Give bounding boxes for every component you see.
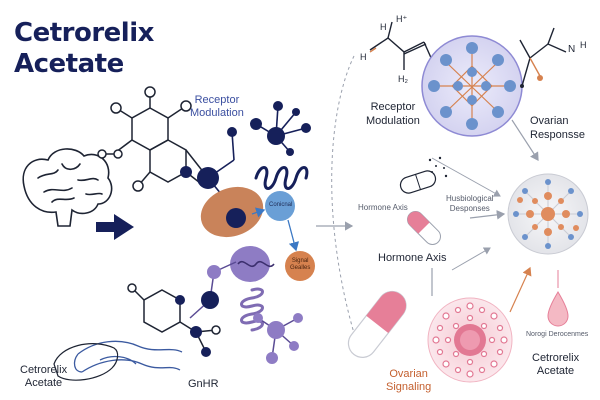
molecule-purple-lower (189, 261, 303, 364)
label-husbiological-responses: Husbiological Desponses (446, 194, 494, 214)
label-line: Acetate (536, 365, 575, 377)
label-gnhr: GnHR (188, 378, 219, 390)
label-line: Signal (291, 258, 309, 264)
label-node-signal: Signal Gealles (290, 258, 310, 272)
capsule-icon (399, 170, 437, 194)
label-hormone-axis-small: Hormone Axis (358, 203, 408, 212)
label-cetrorelix-acetate-right: Cetrorelix Acetate (532, 352, 579, 378)
page-title: Cetrorelix Acetate (14, 18, 154, 80)
label-line: Cetrorelix (20, 364, 68, 376)
label-cetrorelix-acetate-left: Cetrorelix Acetate (20, 364, 67, 390)
label-line: Husbiological (446, 194, 494, 203)
protein-coil-purple (240, 287, 264, 332)
chem-label-h-low: H₂ (398, 74, 408, 84)
label-line: Ovarian (530, 115, 569, 127)
chem-label-h-right: H (580, 40, 587, 50)
central-molecule-navy (180, 101, 311, 223)
label-receptor-modulation-center: Receptor Modulation (190, 94, 244, 120)
receptor-outline-icon-2 (53, 343, 119, 381)
arrow-right-icon (96, 214, 134, 240)
chem-label-h-top: H (380, 22, 387, 32)
receptor-outline-icon (73, 340, 183, 373)
label-ovarian-signaling: Ovarian Signaling (386, 368, 431, 394)
label-line: Signaling (386, 381, 432, 393)
chem-label-n: N (568, 44, 576, 55)
label-line: Responsse (530, 129, 586, 141)
receptor-blob-purple (230, 246, 270, 282)
label-line: Modulation (190, 107, 244, 119)
title-line-1: Cetrorelix (14, 18, 154, 48)
label-receptor-modulation-right: Receptor Modulation (366, 100, 420, 128)
title-line-2: Acetate (14, 49, 124, 79)
brain-icon (22, 148, 113, 227)
droplet-icon (547, 291, 569, 327)
chem-label-h-plus: H⁺ (396, 14, 408, 24)
label-line: Modulation (366, 115, 420, 127)
pill-icon (407, 211, 441, 245)
label-hormone-axis: Hormone Axis (378, 252, 447, 264)
label-line: Gealles (290, 265, 311, 271)
molecule-structure-lower-left (127, 283, 221, 357)
label-line: Receptor (194, 94, 240, 106)
chem-label-h-mid: H (360, 52, 367, 62)
receptor-grid (428, 42, 516, 130)
label-line: Desponses (449, 204, 490, 213)
node-signal (285, 251, 315, 281)
receptor-core (226, 208, 246, 228)
large-pill-icon (347, 290, 407, 358)
chem-chain-right (519, 27, 567, 88)
label-line: Receptor (370, 101, 416, 113)
follicle-dots (432, 302, 508, 378)
node-conical (265, 191, 295, 221)
protein-coil-navy (254, 166, 309, 190)
sparkle-dots (428, 156, 448, 178)
label-line: Cetrorelix (532, 352, 580, 364)
cell-radial-pattern (513, 179, 583, 249)
label-node-conical: Conicnal (269, 202, 293, 208)
label-norogi-derocenmes: Norogi Derocenmes (526, 331, 589, 338)
label-ovarian-response: Ovarian Responsse (530, 114, 585, 142)
label-line: Ovarian (389, 368, 428, 380)
label-line: Acetate (24, 377, 63, 389)
